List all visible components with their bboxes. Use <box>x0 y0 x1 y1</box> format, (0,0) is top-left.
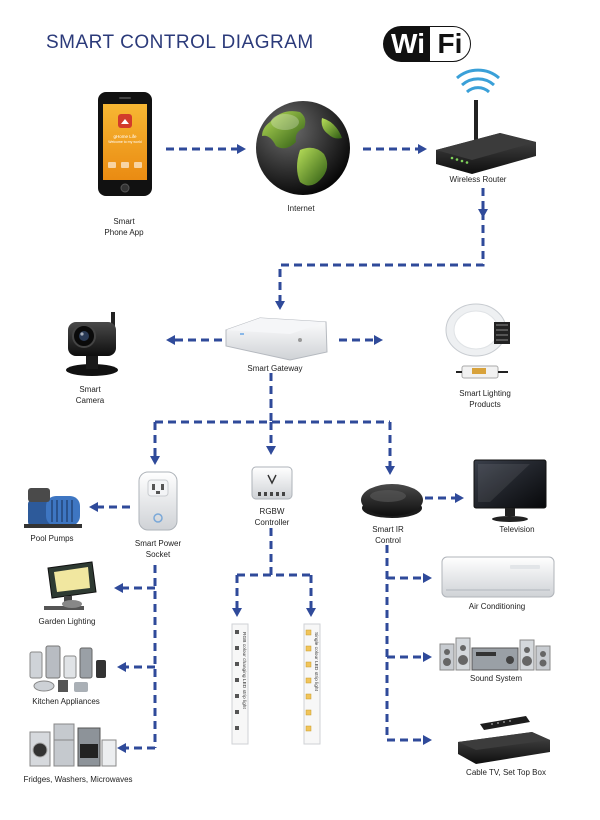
label-ir-1: Smart IR <box>372 525 404 534</box>
air-conditioner-icon <box>441 556 555 598</box>
page-title: SMART CONTROL DIAGRAM <box>46 32 314 53</box>
label-phone-2: Phone App <box>104 228 144 237</box>
smart-gateway-icon <box>225 317 328 361</box>
rgbw-controller-icon <box>251 466 293 500</box>
wifi-logo-right: Fi <box>429 26 471 62</box>
arrow-right-ac <box>423 573 432 583</box>
arrow-right-router <box>418 144 427 154</box>
phone-app-name: gHome Life <box>113 134 137 139</box>
label-lighting-1: Smart Lighting <box>459 389 511 398</box>
arrow-down-ir <box>385 466 395 475</box>
label-internet: Internet <box>287 204 315 213</box>
label-tv: Television <box>499 525 534 534</box>
sound-system-icon <box>439 637 551 671</box>
label-pool: Pool Pumps <box>30 534 73 543</box>
label-camera-1: Smart <box>79 385 101 394</box>
arrow-right-tv <box>455 493 464 503</box>
label-rgbw-1: RGBW <box>260 507 285 516</box>
set-top-box-icon <box>458 716 550 764</box>
kitchen-appliances-icon <box>29 645 106 692</box>
smart-power-socket-icon <box>138 471 178 531</box>
label-socket-1: Smart Power <box>135 539 182 548</box>
labels: Smart Phone App Internet Wireless Router… <box>23 175 545 784</box>
arrow-down-strip1 <box>232 608 242 617</box>
arrow-down-gateway <box>275 301 285 310</box>
smart-ir-control-icon <box>361 484 423 518</box>
single-colour-led-strip-icon <box>303 623 321 745</box>
label-lighting-2: Products <box>469 400 501 409</box>
phone-app-sub: Welcome to my world <box>108 140 141 144</box>
single-strip-label: Single colour LED strip light <box>313 632 319 692</box>
globe-icon <box>256 101 350 195</box>
wifi-logo: Wi Fi <box>383 26 471 62</box>
arrow-right-internet <box>237 144 246 154</box>
smart-camera-icon <box>66 312 118 376</box>
connectors <box>95 147 485 750</box>
smartphone-icon: gHome Life Welcome to my world <box>98 92 152 196</box>
label-router: Wireless Router <box>450 175 507 184</box>
arrow-left-pool <box>89 502 98 512</box>
label-sound: Sound System <box>470 674 522 683</box>
arrow-right-lighting <box>374 335 383 345</box>
label-garden: Garden Lighting <box>39 617 96 626</box>
smart-lighting-icon <box>445 303 510 379</box>
wifi-logo-left: Wi <box>383 26 433 62</box>
rgb-led-strip-icon <box>231 623 249 745</box>
arrow-right-sound <box>423 652 432 662</box>
label-ac: Air Conditioning <box>469 602 525 611</box>
connector-router-gateway-2 <box>278 212 485 303</box>
arrow-down-strip2 <box>306 608 316 617</box>
arrow-down-router <box>478 209 488 218</box>
arrow-right-cable <box>423 735 432 745</box>
rgb-strip-label: RGB colour changing LED strip light <box>241 632 247 709</box>
label-ir-2: Control <box>375 536 401 545</box>
label-gateway: Smart Gateway <box>247 364 302 373</box>
wireless-router-icon <box>436 68 536 174</box>
label-fridges: Fridges, Washers, Microwaves <box>23 775 132 784</box>
label-cable: Cable TV, Set Top Box <box>466 768 546 777</box>
label-kitchen: Kitchen Appliances <box>32 697 100 706</box>
arrow-down-socket <box>150 456 160 465</box>
fridges-washers-icon <box>29 723 117 767</box>
arrow-left-garden <box>114 583 123 593</box>
label-phone-1: Smart <box>113 217 135 226</box>
label-socket-2: Socket <box>146 550 171 559</box>
garden-lighting-icon <box>44 561 97 610</box>
arrow-down-rgbw <box>266 446 276 455</box>
label-rgbw-2: Controller <box>255 518 290 527</box>
television-icon <box>473 459 547 522</box>
pool-pump-icon <box>24 488 82 528</box>
arrow-left-camera <box>166 335 175 345</box>
arrowheads <box>89 144 488 753</box>
label-camera-2: Camera <box>76 396 105 405</box>
arrow-left-kitchen <box>117 662 126 672</box>
arrow-left-fridges <box>117 743 126 753</box>
